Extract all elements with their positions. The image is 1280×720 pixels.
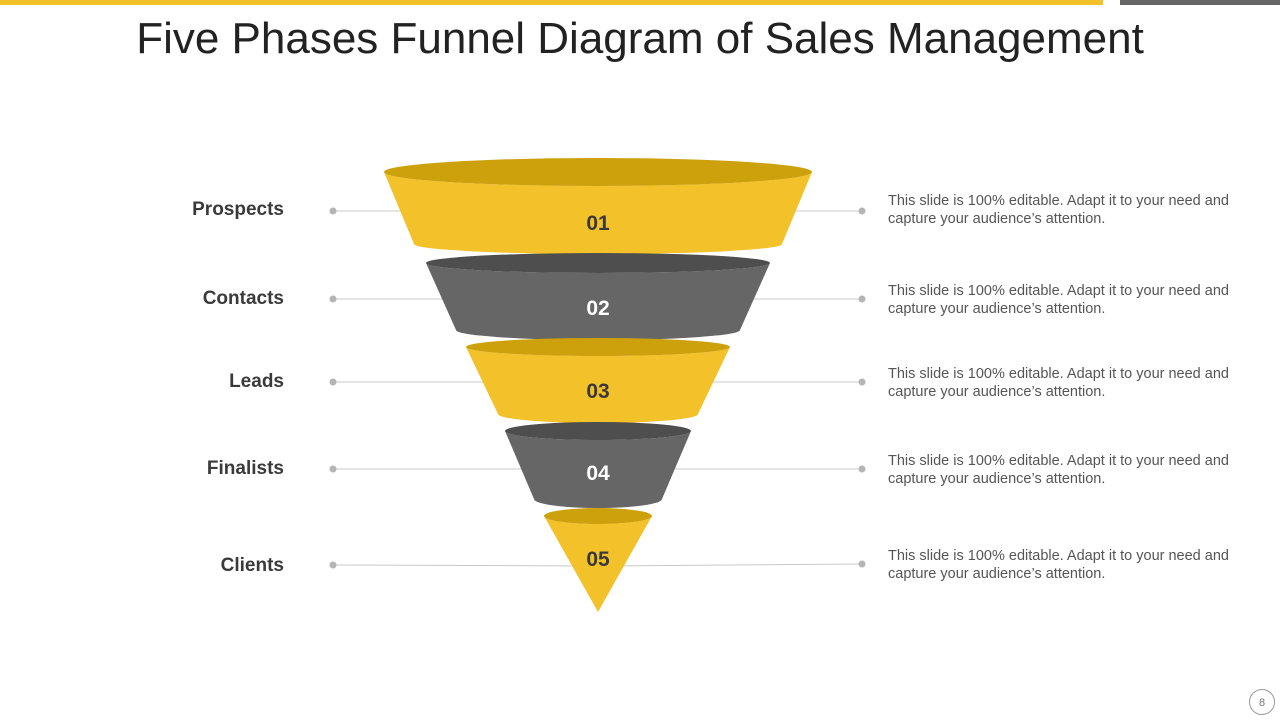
connector-dot-left-1 bbox=[329, 207, 337, 215]
connector-dot-right-3 bbox=[858, 378, 866, 386]
stage-label-prospects: Prospects bbox=[192, 199, 284, 220]
funnel-segments bbox=[384, 158, 812, 612]
stage-label-clients: Clients bbox=[220, 555, 284, 576]
funnel-segment-top-1 bbox=[384, 158, 812, 186]
connector-dot-left-4 bbox=[329, 465, 337, 473]
stage-number-4: 04 bbox=[586, 462, 610, 485]
stage-label-contacts: Contacts bbox=[202, 288, 284, 309]
connector-line-right-5 bbox=[597, 563, 863, 567]
funnel-segment-top-5 bbox=[544, 508, 652, 524]
funnel-segment-top-3 bbox=[466, 338, 730, 356]
stage-description-3: This slide is 100% editable. Adapt it to… bbox=[888, 366, 1229, 400]
connector-dot-left-3 bbox=[329, 378, 337, 386]
stage-label-finalists: Finalists bbox=[206, 458, 284, 479]
connector-dot-left-5 bbox=[329, 561, 337, 569]
top-accent-bar-gray bbox=[1120, 0, 1280, 5]
funnel-segment-top-2 bbox=[426, 253, 770, 273]
stage-description-1: This slide is 100% editable. Adapt it to… bbox=[888, 193, 1229, 227]
funnel-segment-1 bbox=[384, 172, 812, 254]
stage-description-2: This slide is 100% editable. Adapt it to… bbox=[888, 283, 1229, 317]
funnel-segment-3 bbox=[466, 347, 730, 423]
funnel-segment-top-4 bbox=[505, 422, 691, 440]
connector-dot-right-5 bbox=[858, 560, 866, 568]
stage-number-3: 03 bbox=[586, 380, 609, 403]
funnel-segment-5 bbox=[544, 516, 652, 612]
stage-number-1: 01 bbox=[586, 212, 610, 235]
stage-description-4: This slide is 100% editable. Adapt it to… bbox=[888, 453, 1229, 487]
stage-number-5: 05 bbox=[586, 548, 610, 571]
stage-number-2: 02 bbox=[586, 297, 609, 320]
stage-label-leads: Leads bbox=[229, 371, 284, 392]
connector-dot-right-2 bbox=[858, 295, 866, 303]
connector-line-left-5 bbox=[332, 564, 599, 567]
stage-description-5: This slide is 100% editable. Adapt it to… bbox=[888, 548, 1229, 582]
connector-dot-right-1 bbox=[858, 207, 866, 215]
funnel-segment-4 bbox=[505, 431, 691, 508]
funnel-segment-2 bbox=[426, 263, 770, 340]
connector-dot-right-4 bbox=[858, 465, 866, 473]
page-number: 8 bbox=[1249, 689, 1275, 715]
connector-dot-left-2 bbox=[329, 295, 337, 303]
top-accent-bar-yellow bbox=[0, 0, 1103, 5]
slide-title: Five Phases Funnel Diagram of Sales Mana… bbox=[136, 14, 1144, 63]
funnel-numbers: 01 02 03 04 05 bbox=[586, 212, 610, 571]
